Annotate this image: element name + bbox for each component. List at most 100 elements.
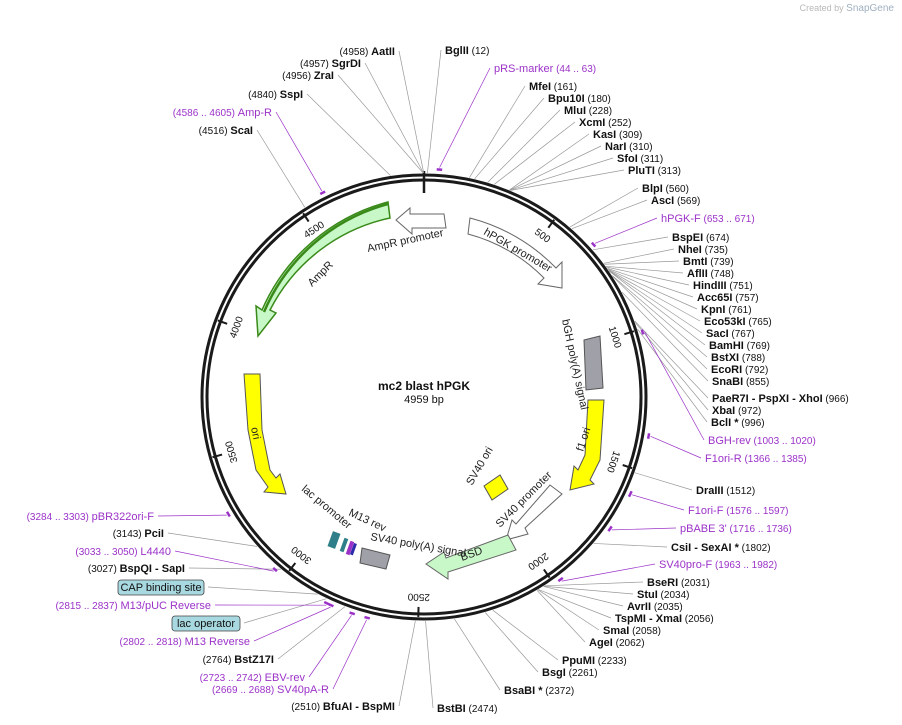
enzyme-label: BstBI (2474)	[437, 703, 497, 715]
primer-label: F1ori-R (1366 .. 1385)	[705, 453, 807, 465]
enzyme-leader	[538, 589, 612, 619]
primer-label: pBABE 3' (1716 .. 1736)	[680, 523, 792, 535]
enzyme-label: NheI (735)	[678, 244, 728, 256]
ampr-promoter-arrow	[395, 206, 447, 236]
primer-labels: pRS-marker (44 .. 63)hPGK-F (653 .. 671)…	[27, 63, 816, 696]
feature-label-ampr: AmpR	[306, 259, 336, 289]
enzyme-label: BclI * (996)	[711, 417, 765, 429]
enzyme-leader	[543, 586, 624, 607]
scale-tick-label: 500	[532, 227, 552, 246]
primer-mark	[646, 433, 651, 439]
primer-leader	[275, 111, 323, 192]
enzyme-leader	[277, 606, 346, 660]
primer-label: (2669 .. 2688) SV40pA-R	[212, 684, 329, 696]
boxed-feature-labels: CAP binding site lac operator	[117, 579, 241, 632]
enzyme-label: AvrII (2035)	[627, 601, 683, 613]
cap-site-mark	[345, 540, 355, 556]
enzyme-leader	[256, 129, 306, 208]
scale-tick-mark	[217, 319, 228, 325]
plasmid-name: mc2 blast hPGK	[378, 379, 470, 393]
primer-leader	[157, 514, 227, 517]
scale-tick-label: 4000	[228, 315, 246, 340]
enzyme-leader	[306, 93, 391, 176]
enzyme-leader	[536, 590, 586, 643]
enzyme-label: (2764) BstZ17I	[203, 654, 274, 666]
primer-leader	[332, 619, 367, 690]
enzyme-label: BstXI (788)	[711, 352, 765, 364]
enzyme-label: KasI (309)	[593, 129, 642, 141]
enzyme-leader	[592, 236, 669, 251]
enzyme-label: (3143) PciI	[113, 528, 164, 540]
enzyme-label: (2510) BfuAI - BspMI	[291, 701, 395, 713]
enzyme-leader	[167, 532, 258, 547]
scale-tick-mark	[212, 453, 223, 459]
primer-leader	[650, 436, 702, 459]
enzyme-label: BseRI (2031)	[647, 577, 710, 589]
primer-mark	[640, 329, 645, 335]
enzyme-leader	[509, 157, 614, 191]
primer-leader	[632, 494, 685, 511]
plasmid-size: 4959 bp	[404, 394, 444, 406]
enzyme-label: SmaI (2058)	[603, 625, 661, 637]
enzyme-leader	[474, 97, 545, 180]
primer-leader	[594, 217, 658, 244]
enzyme-label: BglII (12)	[445, 45, 489, 57]
cap-binding-site-label: CAP binding site	[120, 582, 201, 594]
enzyme-label: (4840) SspI	[248, 89, 303, 101]
enzyme-leader	[593, 543, 668, 548]
enzyme-leader	[425, 620, 434, 709]
primer-label: (2802 .. 2818) M13 Reverse	[120, 636, 250, 648]
enzyme-leader	[543, 585, 634, 595]
lac-operator-label: lac operator	[177, 618, 235, 630]
snapgene-logo: SnapGene	[846, 3, 894, 14]
primer-label: SV40pro-F (1963 .. 1982)	[659, 559, 777, 571]
primer-leader	[644, 331, 705, 441]
cap-binding-site-box	[117, 579, 205, 596]
bgh-polya-box	[583, 335, 604, 391]
enzyme-label: SacI (767)	[706, 328, 755, 340]
enzyme-label: (4958) AatII	[339, 46, 395, 58]
enzyme-leader	[607, 268, 698, 310]
enzyme-label: (4516) ScaI	[199, 125, 253, 137]
primer-label: pRS-marker (44 .. 63)	[494, 63, 596, 75]
enzyme-leader	[398, 620, 416, 707]
enzyme-label: (3027) BspQI - SapI	[88, 563, 185, 575]
enzyme-leader	[609, 270, 706, 346]
lac-operator-mark	[339, 537, 349, 553]
enzyme-label: BsaBI * (2372)	[504, 685, 574, 697]
enzyme-label: PpuMI (2233)	[562, 655, 627, 667]
enzyme-leader	[537, 589, 600, 631]
enzyme-leader	[608, 270, 703, 334]
scale-tick-label: 2000	[525, 550, 550, 572]
enzyme-leader	[337, 74, 424, 174]
enzyme-leader	[612, 275, 708, 358]
enzyme-leader	[484, 612, 539, 673]
bsd-arrow	[425, 534, 517, 580]
enzyme-label: XbaI (972)	[712, 405, 761, 417]
feature-label-ampr-promoter: AmpR promoter	[366, 227, 445, 255]
enzyme-leader	[603, 248, 675, 264]
enzyme-leader	[469, 85, 526, 178]
enzyme-label: Eco53kI (765)	[704, 316, 772, 328]
scale-tick-label: 2500	[407, 591, 430, 603]
enzyme-leader	[604, 260, 680, 265]
enzyme-label: Bpu10I (180)	[548, 93, 611, 105]
enzyme-leader	[364, 62, 424, 174]
enzyme-leader	[510, 169, 625, 191]
primer-mark	[627, 490, 633, 498]
enzyme-leader	[188, 567, 281, 570]
primer-mark	[557, 576, 564, 583]
enzyme-leader	[427, 49, 442, 174]
ori-arrow	[243, 373, 287, 495]
scale-tick-label: 1500	[604, 449, 622, 474]
primer-leader	[611, 527, 677, 531]
enzyme-label: MfeI (161)	[529, 81, 577, 93]
primer-label: (3284 .. 3303) pBR322ori-F	[27, 511, 155, 523]
enzyme-label: TspMI - XmaI (2056)	[615, 613, 714, 625]
enzyme-label: PluTI (313)	[628, 165, 681, 177]
enzyme-label: BsgI (2261)	[542, 667, 598, 679]
scale-tick-mark	[547, 219, 556, 229]
enzyme-leader	[571, 199, 648, 230]
primer-leader	[439, 67, 491, 168]
